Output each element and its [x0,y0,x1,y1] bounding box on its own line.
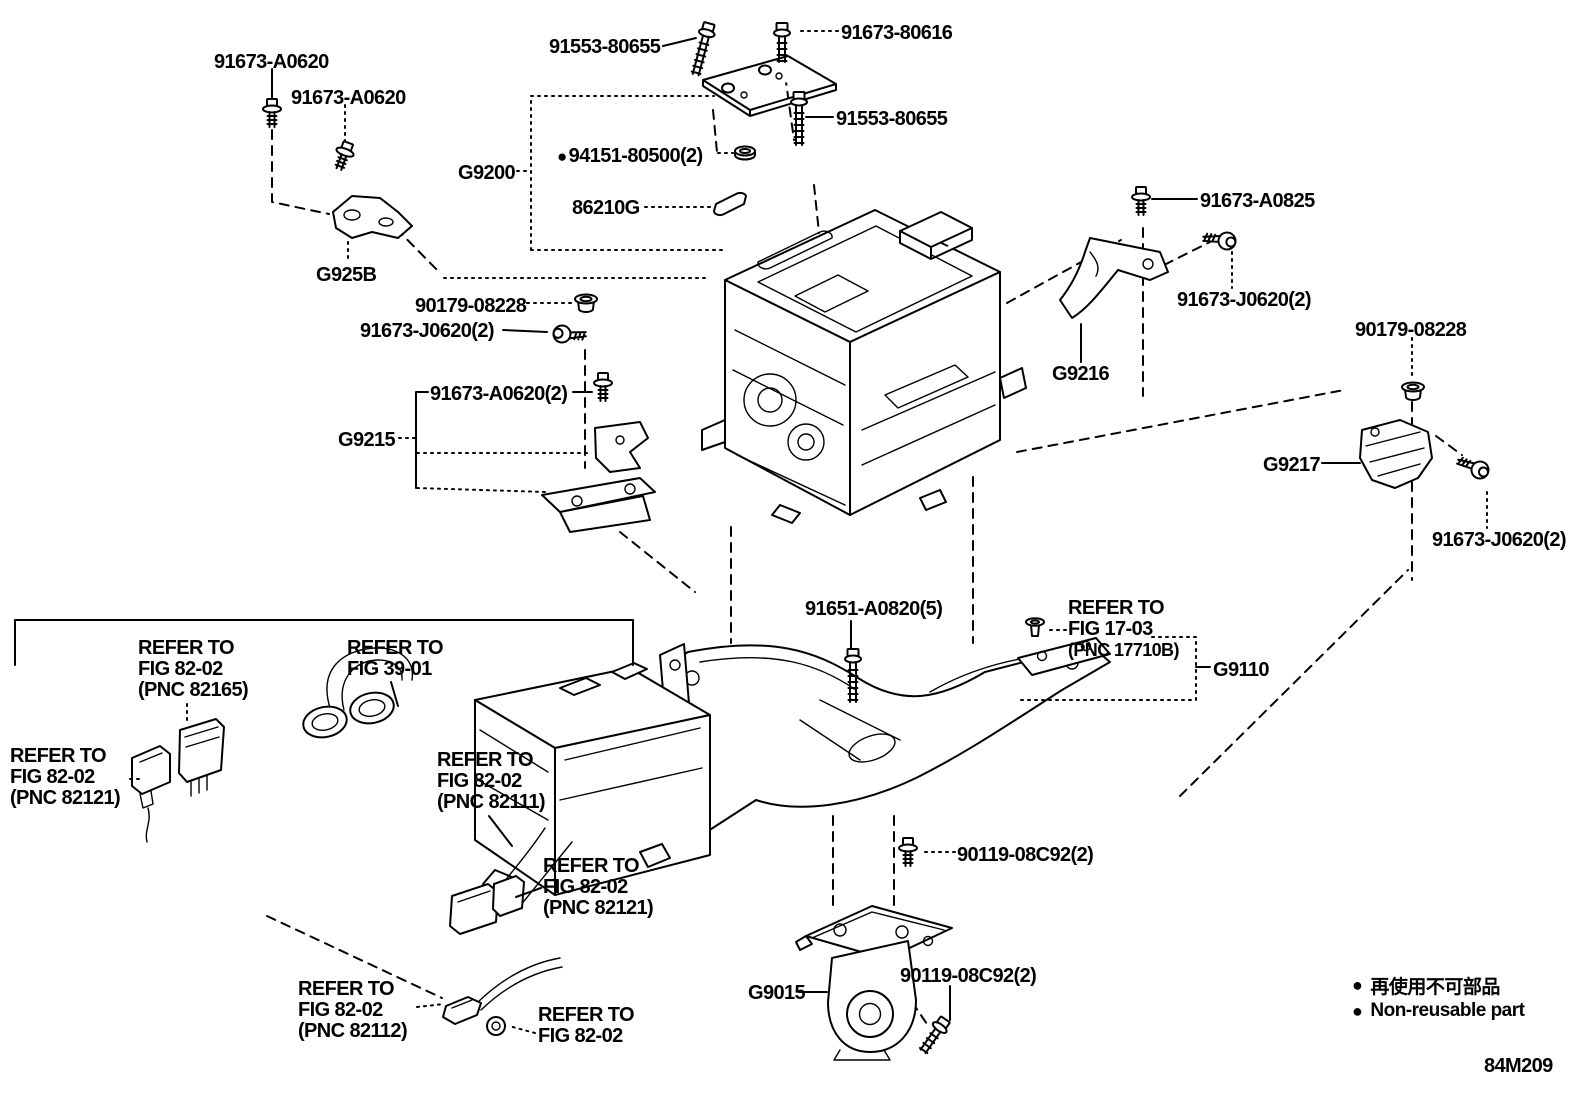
part-label-g9216: G9216 [1052,363,1110,385]
nut-icon [734,145,756,161]
part-label-91673-a0620-3: 91673-A0620(2) [430,383,568,405]
grommet-icon [1401,381,1425,401]
part-label-90119-08c92-1: 90119-08C92(2) [957,844,1094,866]
part-label-91673-a0825: 91673-A0825 [1200,190,1315,212]
part-label-91673-j0620-l: 91673-J0620(2) [360,320,495,342]
washer-screw-icon [1453,449,1493,483]
g9110-crossmember-drawing [660,638,1110,833]
inverter-assembly-drawing [702,210,1026,523]
part-label-90119-08c92-2: 90119-08C92(2) [900,965,1037,987]
screw-icon [898,837,918,867]
part-label-91673-a0620-2: 91673-A0620 [291,87,406,109]
screw-icon [593,372,613,402]
top-bracket-plate-drawing [703,56,836,116]
part-label-g9215: G9215 [338,429,396,451]
non-reusable-dot-icon: ● [1352,1000,1363,1021]
g925b-bracket-drawing [333,196,412,238]
refer-note-pnc82121-left: REFER TO FIG 82-02 (PNC 82121) [10,745,121,809]
refer-note-fig39-01: REFER TO FIG 39-01 [347,637,444,680]
part-label-90179-08228-r: 90179-08228 [1355,319,1467,341]
refer-note-pnc82121-right: REFER TO FIG 82-02 (PNC 82121) [543,855,654,919]
part-label-91673-j0620-m: 91673-J0620(2) [1177,289,1312,311]
part-label-g9217: G9217 [1263,454,1321,476]
part-label-86210g: 86210G [572,197,640,219]
legend-text-jp: 再使用不可部品 [1370,976,1500,998]
bolt-icon [915,1013,954,1057]
screw-icon [329,138,358,174]
connector-drawings [132,193,746,1035]
bolt-icon [686,20,719,78]
part-label-91673-j0620-r: 91673-J0620(2) [1432,529,1567,551]
part-label-g9110: G9110 [1213,659,1270,681]
legend-row-jp: ● 再使用不可部品 [1352,972,1524,998]
part-label-91553-80655-2: 91553-80655 [836,108,948,130]
refer-note-fig82-02: REFER TO FIG 82-02 [538,1004,635,1047]
part-label-94151-80500: ●94151-80500(2) [557,145,703,167]
grommet-icon [574,293,598,313]
leader-lines [15,31,1487,1033]
part-label-90179-08228-l: 90179-08228 [415,295,527,317]
g9015-mount-drawing [796,906,952,1060]
part-label-g9015: G9015 [748,982,806,1004]
legend: ● 再使用不可部品 ● Non-reusable part [1352,972,1525,1024]
part-label-91553-80655-1: 91553-80655 [549,36,661,58]
fasteners [262,20,1493,1057]
non-reusable-dot-icon: ● [557,147,567,166]
g9216-bracket-drawing [1060,238,1168,318]
part-label-91673-a0620-1: 91673-A0620 [214,51,329,73]
screw-icon [1131,186,1151,216]
part-label-91651-a0820: 91651-A0820(5) [805,598,943,620]
g9217-bracket-drawing [1360,420,1432,488]
refer-note-fig17-03: REFER TO FIG 17-03 (PNC 17710B) [1068,597,1179,661]
washer-screw-icon [1200,225,1239,253]
refer-note-pnc82165: REFER TO FIG 82-02 (PNC 82165) [138,637,249,701]
legend-text-en: Non-reusable part [1370,1000,1525,1021]
part-label-g9200: G9200 [458,162,516,184]
washer-screw-icon [551,323,589,348]
legend-row-en: ● Non-reusable part [1352,998,1525,1024]
refer-note-pnc82112: REFER TO FIG 82-02 (PNC 82112) [298,978,408,1042]
plug-icon [1025,617,1045,637]
non-reusable-dot-icon: ● [1352,974,1363,995]
part-label-g925b: G925B [316,264,377,286]
screw-icon [262,98,282,128]
bolt-icon [790,91,808,146]
part-label-91673-80616: 91673-80616 [841,22,953,44]
drawing-code: 84M209 [1484,1055,1553,1077]
refer-note-pnc82111: REFER TO FIG 82-02 (PNC 82111) [437,749,546,813]
g9215-bracket-drawing [542,422,655,532]
